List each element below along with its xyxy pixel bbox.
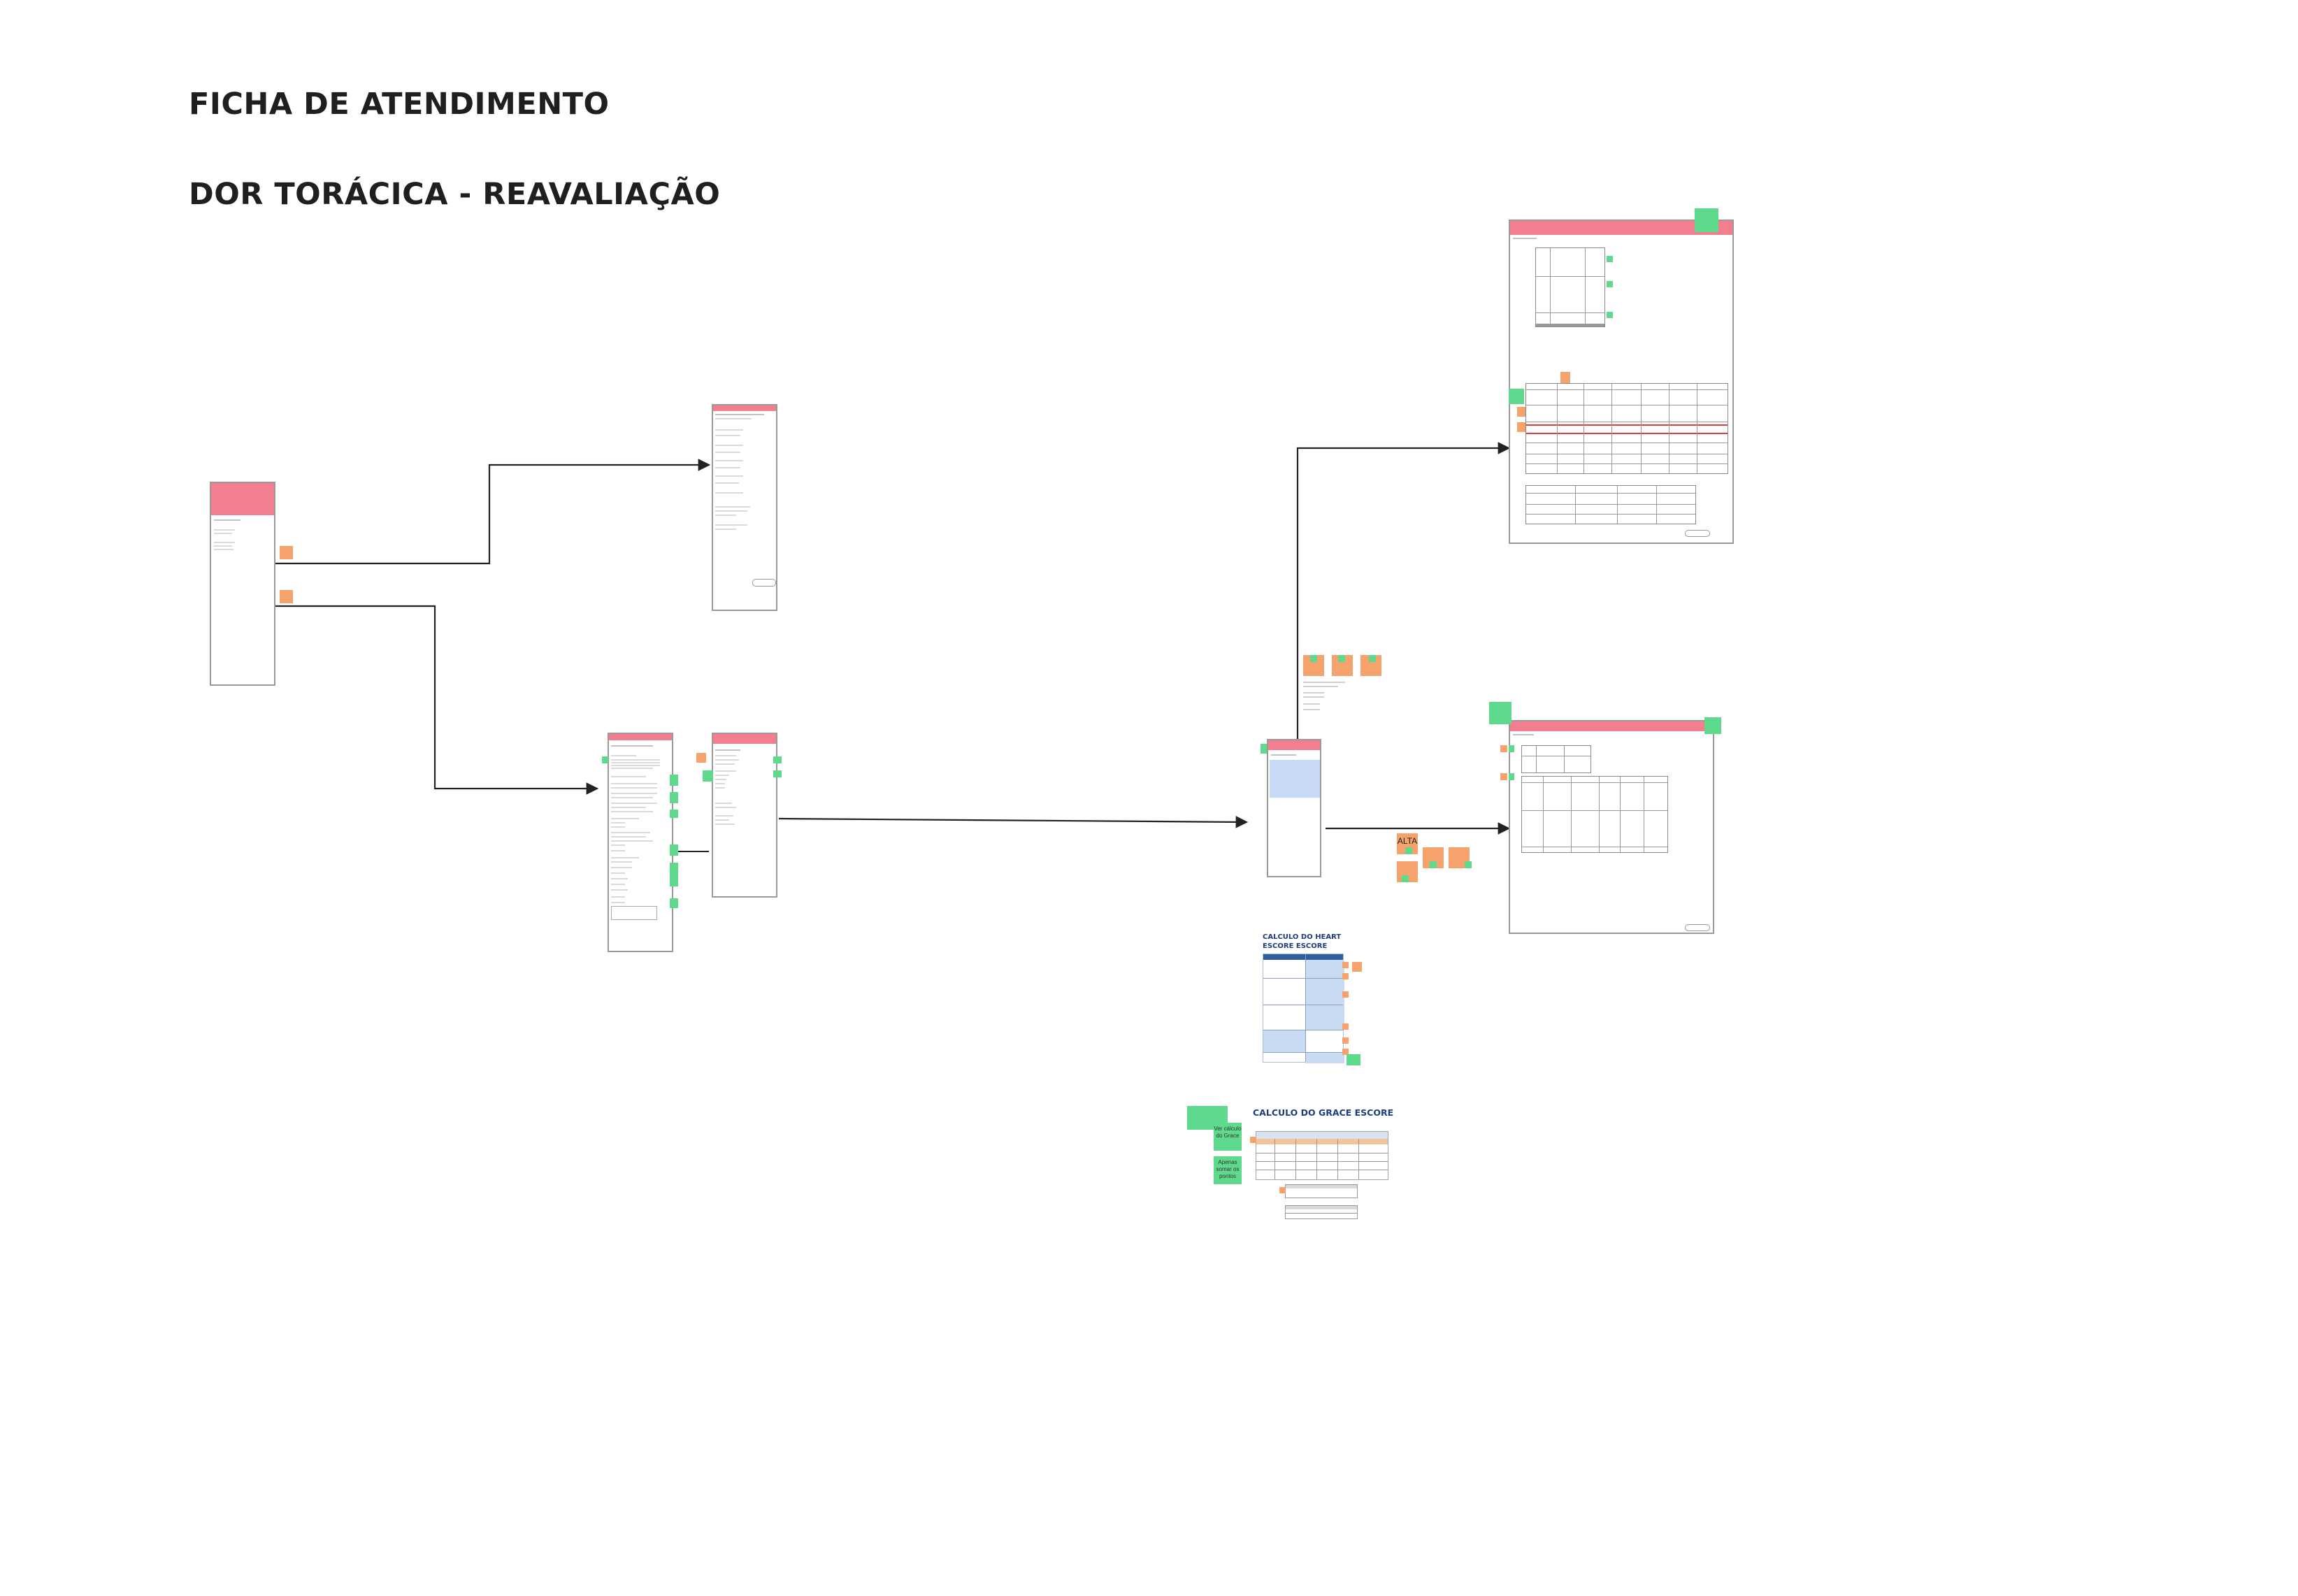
board-subtitle: DOR TORÁCICA - REAVALIAÇÃO bbox=[189, 177, 721, 212]
note-orange-h2[interactable] bbox=[1500, 773, 1507, 780]
frame-form-middle[interactable] bbox=[712, 733, 777, 898]
note-green-g3[interactable] bbox=[1607, 281, 1613, 287]
note-orange-a2[interactable] bbox=[280, 590, 293, 603]
frame-form-long[interactable] bbox=[608, 733, 673, 952]
note-green-g4[interactable] bbox=[1607, 312, 1613, 318]
main-results-table bbox=[1525, 383, 1728, 474]
frame-header bbox=[211, 483, 274, 515]
note-orange-hs2[interactable] bbox=[1342, 973, 1349, 979]
note-green-e3[interactable] bbox=[1338, 655, 1345, 662]
frame-results-lower[interactable] bbox=[1509, 720, 1714, 934]
note-green-f2[interactable] bbox=[1402, 875, 1409, 882]
note-orange-hs7[interactable] bbox=[1342, 1049, 1349, 1055]
note-orange-d1[interactable] bbox=[696, 753, 706, 763]
frame-header bbox=[1510, 221, 1732, 235]
note-green-h2[interactable] bbox=[1704, 717, 1721, 734]
note-orange-g3[interactable] bbox=[1517, 422, 1525, 432]
connector-2 bbox=[275, 605, 599, 795]
lower-table-1 bbox=[1521, 745, 1591, 773]
frame-header bbox=[713, 734, 776, 744]
note-green-e2[interactable] bbox=[1310, 655, 1317, 662]
frame-header bbox=[713, 405, 776, 411]
note-green-c3[interactable] bbox=[670, 810, 678, 818]
note-green-h3[interactable] bbox=[1509, 745, 1514, 752]
frame-form-upper[interactable] bbox=[712, 404, 777, 611]
heart-score-title: CALCULO DO HEART ESCORE ESCORE bbox=[1263, 933, 1342, 950]
frame-results-upper[interactable] bbox=[1509, 220, 1734, 544]
connector-1 bbox=[275, 459, 711, 565]
blue-options-panel[interactable] bbox=[1270, 760, 1320, 798]
note-green-h4[interactable] bbox=[1509, 773, 1514, 780]
frame-start-screen[interactable] bbox=[210, 482, 275, 686]
frame-header bbox=[1268, 740, 1320, 750]
note-orange-gs1[interactable] bbox=[1250, 1137, 1256, 1143]
note-green-f4[interactable] bbox=[1465, 861, 1472, 868]
note-green-g5[interactable] bbox=[1509, 389, 1524, 404]
heart-score-table bbox=[1263, 954, 1344, 1063]
frame-button[interactable] bbox=[1685, 924, 1710, 931]
lower-table-2 bbox=[1521, 776, 1668, 853]
note-orange-hs1[interactable] bbox=[1342, 962, 1349, 968]
frame-header bbox=[1510, 721, 1713, 731]
note-green-hs1[interactable] bbox=[1347, 1054, 1360, 1065]
note-green-f1[interactable] bbox=[1405, 847, 1412, 854]
lower-summary-table bbox=[1525, 485, 1696, 524]
note-orange-hs3[interactable] bbox=[1352, 962, 1362, 972]
grace-risk-table bbox=[1285, 1205, 1358, 1219]
note-green-c6[interactable] bbox=[670, 898, 678, 908]
note-green-c5[interactable] bbox=[670, 863, 678, 886]
board-title: FICHA DE ATENDIMENTO bbox=[189, 87, 610, 122]
note-green-h1[interactable] bbox=[1489, 702, 1511, 724]
note-green-g2[interactable] bbox=[1607, 256, 1613, 262]
frame-button[interactable] bbox=[752, 579, 776, 587]
note-orange-hs4[interactable] bbox=[1342, 991, 1349, 998]
note-green-d3[interactable] bbox=[773, 770, 782, 777]
frame-button[interactable] bbox=[1685, 530, 1710, 537]
grace-score-title: CALCULO DO GRACE ESCORE bbox=[1253, 1107, 1394, 1118]
connector-3 bbox=[778, 816, 1249, 828]
note-orange-a1[interactable] bbox=[280, 546, 293, 559]
note-orange-g2[interactable] bbox=[1517, 407, 1525, 417]
grace-result-table bbox=[1285, 1184, 1358, 1198]
upper-table bbox=[1535, 247, 1605, 327]
note-green-d2[interactable] bbox=[773, 756, 782, 763]
note-green-g1[interactable] bbox=[1695, 208, 1718, 232]
frame-header bbox=[609, 734, 672, 740]
note-orange-gs2[interactable] bbox=[1279, 1187, 1286, 1193]
note-orange-h1[interactable] bbox=[1500, 745, 1507, 752]
note-orange-g1[interactable] bbox=[1560, 372, 1570, 383]
note-green-c2[interactable] bbox=[670, 792, 678, 803]
note-orange-hs5[interactable] bbox=[1342, 1023, 1349, 1030]
note-green-e4[interactable] bbox=[1369, 655, 1376, 662]
note-green-gr2[interactable]: Ver cálculo do Grace bbox=[1214, 1123, 1242, 1151]
note-green-c4[interactable] bbox=[670, 844, 678, 856]
note-green-gr3[interactable]: Apenas somar os pontos bbox=[1214, 1156, 1242, 1184]
input-box[interactable] bbox=[611, 906, 657, 920]
note-green-d1[interactable] bbox=[703, 770, 713, 782]
note-green-e1[interactable] bbox=[1261, 744, 1267, 754]
connector-4 bbox=[1296, 442, 1511, 740]
note-green-c0[interactable] bbox=[602, 756, 608, 763]
note-orange-hs6[interactable] bbox=[1342, 1037, 1349, 1044]
note-green-c1[interactable] bbox=[670, 775, 678, 786]
grace-score-table bbox=[1256, 1131, 1388, 1180]
frame-decision[interactable] bbox=[1267, 739, 1321, 877]
note-green-f3[interactable] bbox=[1430, 861, 1437, 868]
